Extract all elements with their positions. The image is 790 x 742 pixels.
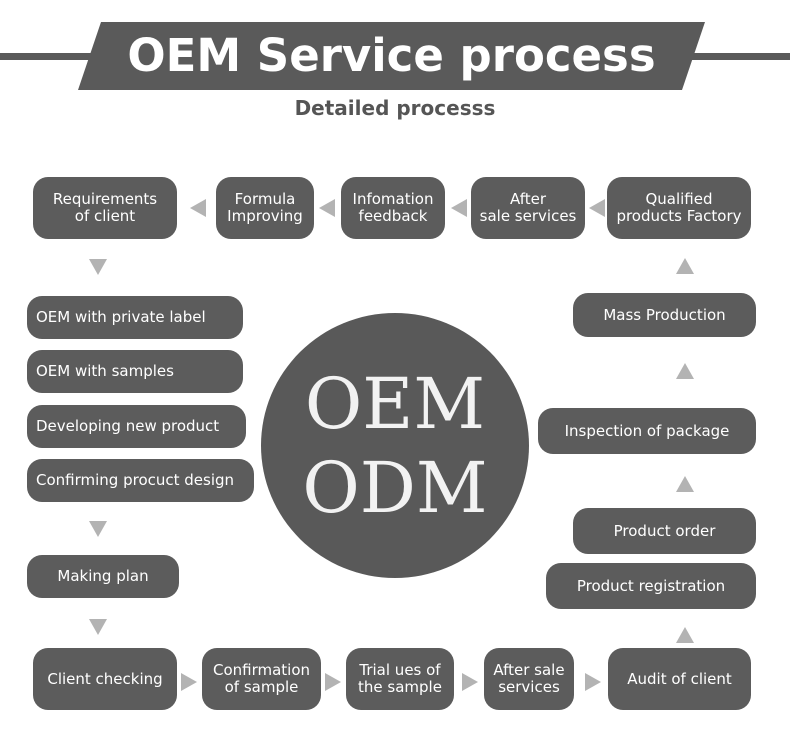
step-oem-with-samples: OEM with samples <box>27 350 243 393</box>
step-oem-private-label: OEM with private label <box>27 296 243 339</box>
step-qualified-products-factory: Qualified products Factory <box>607 177 751 239</box>
arrow-up-icon <box>676 258 694 274</box>
arrow-down-icon <box>89 619 107 635</box>
arrow-right-icon <box>325 673 341 691</box>
step-confirmation-of-sample: Confirmation of sample <box>202 648 321 710</box>
arrow-up-icon <box>676 627 694 643</box>
step-requirements-of-client: Requirements of client <box>33 177 177 239</box>
banner-line-right <box>690 53 790 60</box>
arrow-down-icon <box>89 521 107 537</box>
title-banner: OEM Service process <box>78 22 705 90</box>
arrow-down-icon <box>89 259 107 275</box>
page-title: OEM Service process <box>127 29 656 82</box>
step-trial-use-of-sample: Trial ues of the sample <box>346 648 454 710</box>
step-after-sale-services-bottom: After sale services <box>484 648 574 710</box>
banner-line-left <box>0 53 100 60</box>
arrow-right-icon <box>181 673 197 691</box>
arrow-left-icon <box>190 199 206 217</box>
step-product-registration: Product registration <box>546 563 756 609</box>
step-inspection-of-package: Inspection of package <box>538 408 756 454</box>
step-developing-new-product: Developing new product <box>27 405 246 448</box>
arrow-left-icon <box>589 199 605 217</box>
step-audit-of-client: Audit of client <box>608 648 751 710</box>
arrow-right-icon <box>585 673 601 691</box>
arrow-up-icon <box>676 363 694 379</box>
step-product-order: Product order <box>573 508 756 554</box>
step-mass-production: Mass Production <box>573 293 756 337</box>
arrow-left-icon <box>319 199 335 217</box>
step-formula-improving: Formula Improving <box>216 177 314 239</box>
arrow-right-icon <box>462 673 478 691</box>
circle-text-odm: ODM <box>302 446 488 529</box>
step-after-sale-services-top: After sale services <box>471 177 585 239</box>
page-subtitle: Detailed processs <box>294 96 496 120</box>
step-confirming-product-design: Confirming procuct design <box>27 459 254 502</box>
arrow-left-icon <box>451 199 467 217</box>
step-information-feedback: Infomation feedback <box>341 177 445 239</box>
circle-text-oem: OEM <box>304 362 486 445</box>
oem-odm-circle: OEM ODM <box>261 313 529 578</box>
step-making-plan: Making plan <box>27 555 179 598</box>
arrow-up-icon <box>676 476 694 492</box>
step-client-checking: Client checking <box>33 648 177 710</box>
